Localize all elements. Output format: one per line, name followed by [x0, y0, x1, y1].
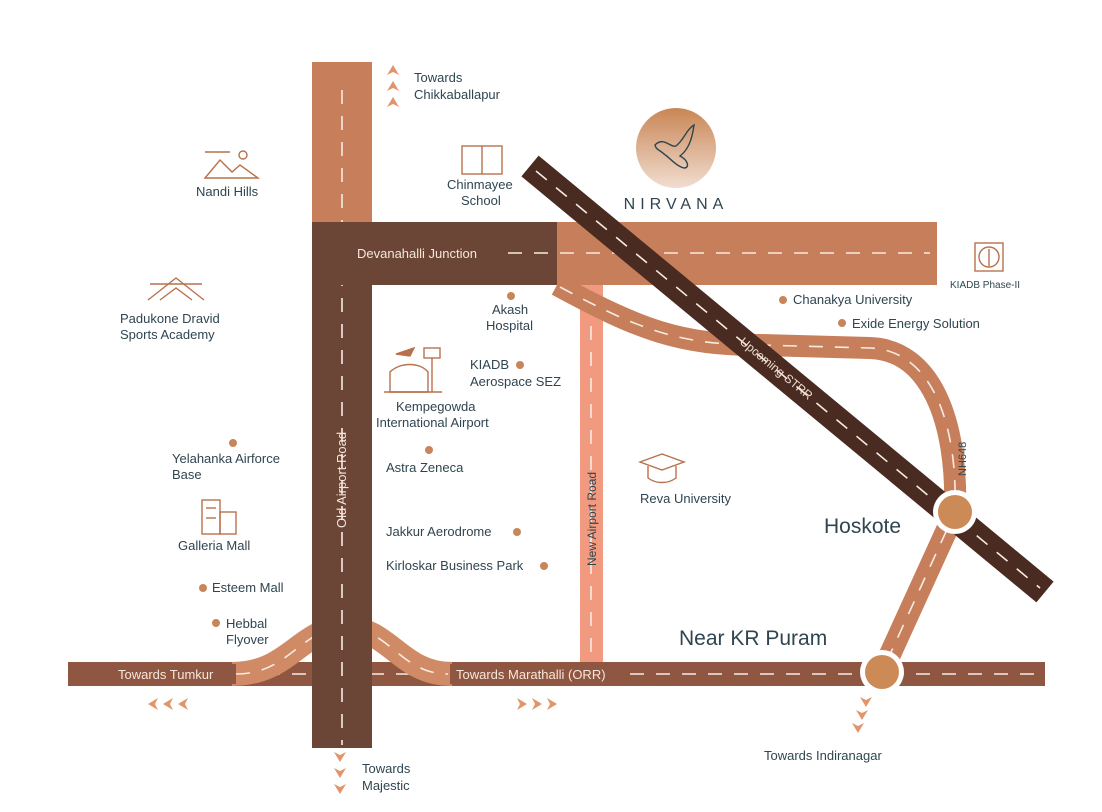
kr-puram-node: [860, 650, 904, 694]
yelahanka-label-1: Yelahanka Airforce: [172, 451, 280, 466]
kiadb-sez-label-1: KIADB: [470, 357, 509, 372]
airport-icon: [384, 346, 442, 393]
new-airport-road: [580, 285, 603, 662]
kiadb-sez-dot: [516, 361, 524, 369]
south-direction-line1: Towards: [362, 761, 411, 776]
old-airport-road-label: Old Airport Road: [334, 432, 349, 528]
kirloskar-label: Kirloskar Business Park: [386, 558, 524, 573]
new-airport-road-label: New Airport Road: [585, 472, 599, 566]
kiadb-sez-label-2: Aerospace SEZ: [470, 374, 561, 389]
hoskote-label: Hoskote: [824, 515, 901, 538]
southeast-arrow-icon: [852, 697, 872, 733]
padukone-label-2: Sports Academy: [120, 327, 215, 342]
reva-label: Reva University: [640, 491, 732, 506]
esteem-dot: [199, 584, 207, 592]
exide-label: Exide Energy Solution: [852, 316, 980, 331]
akash-dot: [507, 292, 515, 300]
kr-puram-label: Near KR Puram: [679, 627, 827, 650]
brand-logo-circle: [636, 108, 716, 188]
nh648-label: NH648: [957, 442, 969, 476]
nandi-hills-label: Nandi Hills: [196, 184, 259, 199]
galleria-label: Galleria Mall: [178, 538, 250, 553]
mall-icon: [201, 499, 237, 535]
kiadb-phase2-label: KIADB Phase-II: [950, 280, 1020, 291]
jakkur-dot: [513, 528, 521, 536]
chinmayee-label-2: School: [461, 193, 501, 208]
west-arrow-icon: [148, 698, 188, 710]
hebbal-label-2: Flyover: [226, 632, 269, 647]
chinmayee-label-1: Chinmayee: [447, 177, 513, 192]
chanakya-dot: [779, 296, 787, 304]
airport-label-2: International Airport: [376, 415, 489, 430]
towards-marathalli-label: Towards Marathalli (ORR): [456, 667, 606, 682]
yelahanka-dot: [229, 439, 237, 447]
esteem-label: Esteem Mall: [212, 580, 284, 595]
graduation-cap-icon: [637, 453, 687, 484]
mountain-icon: [203, 150, 261, 179]
south-direction-line2: Majestic: [362, 778, 410, 793]
brand-name: NIRVANA: [624, 196, 729, 213]
southeast-direction: Towards Indiranagar: [764, 748, 882, 763]
devanahalli-junction-label: Devanahalli Junction: [357, 246, 477, 261]
chanakya-label: Chanakya University: [793, 292, 913, 307]
kiadb-icon: [974, 242, 1004, 272]
hebbal-label-1: Hebbal: [226, 616, 267, 631]
north-arrow-icon: [387, 65, 399, 107]
exide-dot: [838, 319, 846, 327]
yelahanka-label-2: Base: [172, 467, 202, 482]
east-arrow-icon: [517, 698, 557, 710]
north-direction-line2: Chikkaballapur: [414, 87, 501, 102]
akash-label-1: Akash: [492, 302, 528, 317]
hebbal-dot: [212, 619, 220, 627]
airport-label-1: Kempegowda: [396, 399, 476, 414]
astra-dot: [425, 446, 433, 454]
hoskote-node: [933, 490, 977, 534]
sports-icon: [147, 277, 205, 301]
dove-icon: [654, 123, 695, 169]
towards-tumkur-label: Towards Tumkur: [118, 667, 214, 682]
astra-label: Astra Zeneca: [386, 460, 464, 475]
nh648-road: [551, 275, 967, 677]
north-direction-line1: Towards: [414, 70, 463, 85]
kirloskar-dot: [540, 562, 548, 570]
old-airport-road: [312, 62, 372, 748]
book-icon: [461, 145, 503, 175]
padukone-label-1: Padukone Dravid: [120, 311, 220, 326]
akash-label-2: Hospital: [486, 318, 533, 333]
south-arrow-icon: [334, 752, 346, 794]
jakkur-label: Jakkur Aerodrome: [386, 524, 492, 539]
